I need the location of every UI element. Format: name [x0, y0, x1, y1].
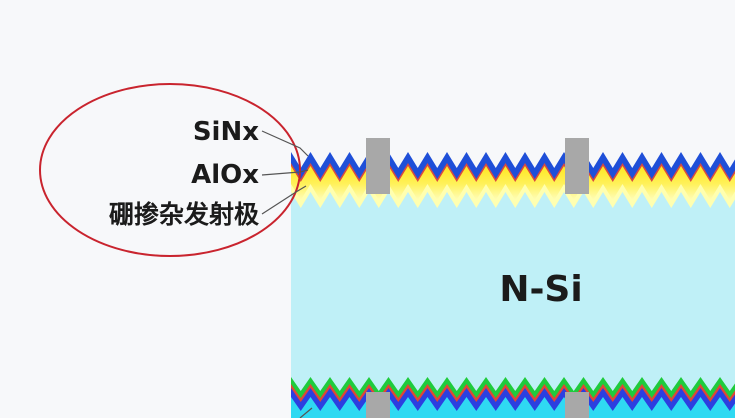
sinx-leader-line [261, 130, 309, 157]
highlight-ellipse [39, 83, 301, 257]
substrate-label: N-Si [499, 269, 582, 310]
sinx-label: SiNx [193, 117, 259, 147]
emitter-label: 硼掺杂发射极 [109, 200, 259, 229]
sinx-layer [291, 152, 735, 179]
alox-leader-line [261, 169, 309, 176]
rear-contact-left [366, 392, 390, 418]
emitter-leader-line [261, 185, 307, 215]
n-si-substrate [291, 180, 735, 400]
alox-layer [291, 161, 735, 182]
alox-label: AlOx [191, 160, 259, 190]
rear-contact-right [565, 392, 589, 418]
rear-cyan-layer [291, 397, 735, 418]
boron-emitter-layer [291, 164, 735, 200]
front-contact-right [565, 138, 589, 194]
rear-red-layer [291, 384, 735, 403]
rear-leader-line [299, 407, 313, 418]
front-contact-left [366, 138, 390, 194]
